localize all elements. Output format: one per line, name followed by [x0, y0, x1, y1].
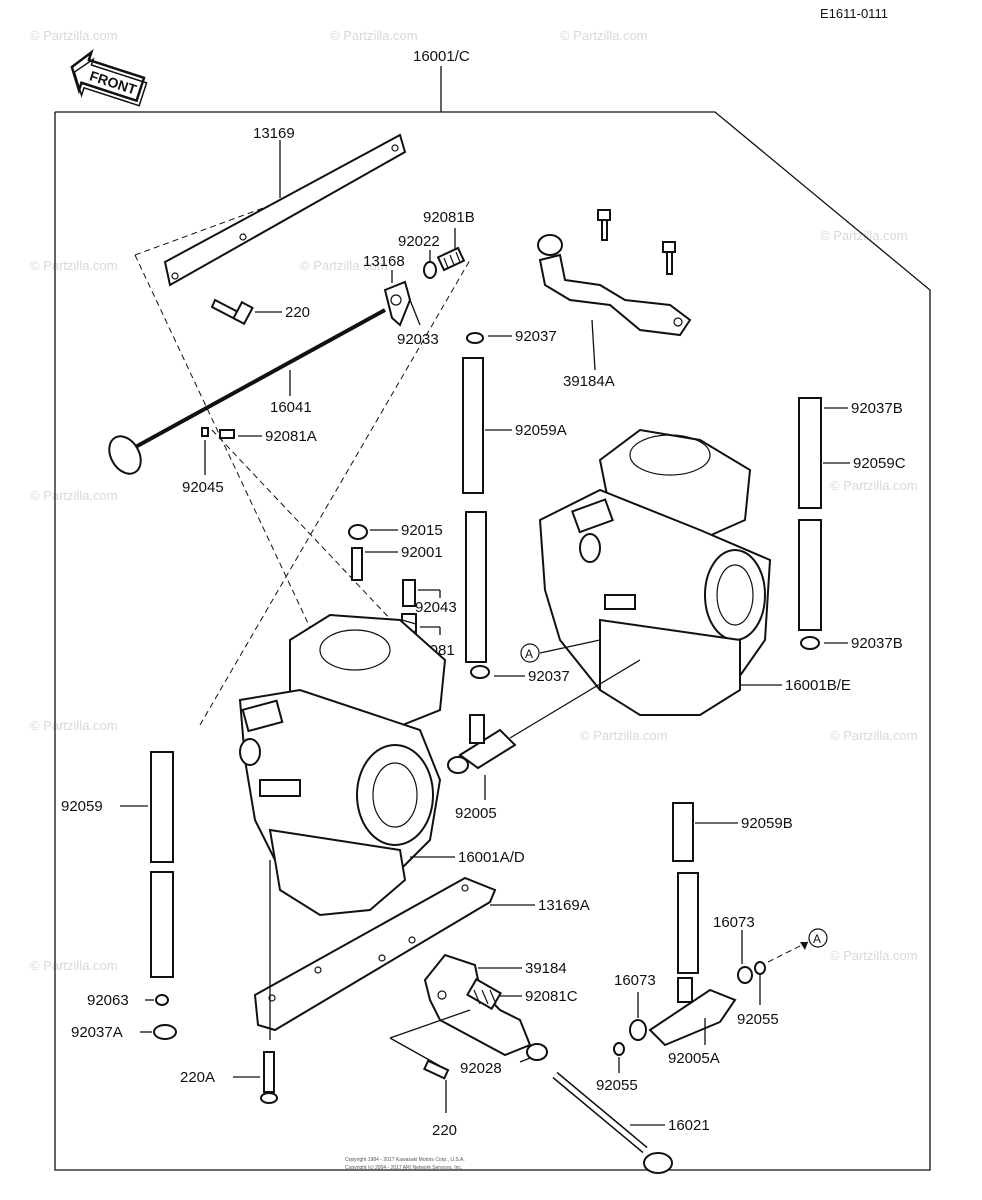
label-92037-mid: 92037 — [528, 668, 570, 685]
bracket-39184 — [423, 953, 532, 1057]
label-13169a: 13169A — [538, 897, 590, 914]
grommet-92028 — [526, 1043, 548, 1061]
spring-92081b — [436, 246, 466, 272]
watermark: © Partzilla.com — [830, 948, 918, 963]
label-92043: 92043 — [415, 599, 457, 616]
label-92005a: 92005A — [668, 1050, 720, 1067]
label-92081b: 92081B — [423, 209, 475, 226]
tube-92059b — [672, 802, 699, 974]
label-220-bottom: 220 — [432, 1122, 457, 1139]
diagram-code: E1611-0111 — [820, 6, 888, 21]
label-92081c: 92081C — [525, 988, 578, 1005]
label-92055-right: 92055 — [737, 1011, 779, 1028]
watermark: © Partzilla.com — [30, 958, 118, 973]
label-92037b-top: 92037B — [851, 400, 903, 417]
washer-92022 — [423, 261, 437, 279]
fitting-92005a — [648, 977, 737, 1047]
washer-92055-left — [613, 1042, 625, 1056]
label-92059: 92059 — [61, 798, 103, 815]
carburetor-16001b-e — [538, 428, 772, 717]
label-92015: 92015 — [401, 522, 443, 539]
clip-92037b-bottom — [800, 636, 820, 650]
label-92037b-bottom: 92037B — [851, 635, 903, 652]
label-92045: 92045 — [182, 479, 224, 496]
washer-92055-right — [754, 961, 766, 975]
bracket-39184a — [537, 209, 692, 337]
plug-92043 — [402, 579, 416, 607]
screw-92001 — [351, 547, 363, 581]
label-16021: 16021 — [668, 1117, 710, 1134]
bracket-13169a — [253, 876, 497, 1032]
spring-92081c — [466, 977, 502, 1011]
clip-92037-mid — [470, 665, 490, 679]
cap-92015 — [348, 524, 368, 540]
idle-screw-16021 — [552, 1071, 673, 1174]
fitting-92005 — [447, 714, 517, 774]
label-16073-left: 16073 — [614, 972, 656, 989]
watermark-layer: © Partzilla.com © Partzilla.com © Partzi… — [30, 28, 918, 973]
label-92037-top: 92037 — [515, 328, 557, 345]
watermark: © Partzilla.com — [830, 478, 918, 493]
label-16073-right: 16073 — [713, 914, 755, 931]
ref-marker-a-right-label: A — [813, 932, 821, 946]
label-13169: 13169 — [253, 125, 295, 142]
label-92028: 92028 — [460, 1060, 502, 1077]
watermark: © Partzilla.com — [30, 718, 118, 733]
cap-92063 — [155, 994, 169, 1006]
label-92033: 92033 — [397, 331, 439, 348]
ref-marker-a-left — [520, 643, 540, 663]
watermark: © Partzilla.com — [830, 728, 918, 743]
bracket-13169 — [163, 133, 407, 287]
copyright-line-1: Copyright 1984 - 2017 Kawasaki Motors Co… — [345, 1157, 465, 1163]
watermark: © Partzilla.com — [30, 258, 118, 273]
screw-220-top — [210, 298, 254, 326]
front-arrow-icon: FRONT — [70, 48, 148, 107]
watermark: © Partzilla.com — [330, 28, 418, 43]
tube-92059 — [150, 751, 174, 978]
assembly-frame — [54, 66, 931, 1171]
lever-13168 — [383, 280, 412, 327]
label-92081a: 92081A — [265, 428, 317, 445]
clip-92037-top — [466, 332, 484, 344]
label-92037a: 92037A — [71, 1024, 123, 1041]
washer-16073-right — [737, 966, 753, 984]
label-92059b: 92059B — [741, 815, 793, 832]
carburetor-16001a-d — [238, 613, 447, 917]
choke-shaft-16041 — [108, 308, 386, 475]
label-13168: 13168 — [363, 253, 405, 270]
ref-marker-a-left-label: A — [525, 647, 533, 661]
spring-92081a — [219, 429, 235, 439]
label-220a: 220A — [180, 1069, 215, 1086]
ref-marker-a-right — [808, 928, 828, 948]
dashed-guide-lines — [134, 199, 471, 726]
label-220-top: 220 — [285, 304, 310, 321]
watermark: © Partzilla.com — [30, 488, 118, 503]
watermark: © Partzilla.com — [580, 728, 668, 743]
clip-92037a — [153, 1024, 177, 1040]
watermark: © Partzilla.com — [30, 28, 118, 43]
pin-92045 — [201, 427, 209, 437]
watermark: © Partzilla.com — [560, 28, 648, 43]
watermark: © Partzilla.com — [300, 258, 388, 273]
label-92022: 92022 — [398, 233, 440, 250]
label-92063: 92063 — [87, 992, 129, 1009]
label-92059a: 92059A — [515, 422, 567, 439]
label-92005: 92005 — [455, 805, 497, 822]
label-92001: 92001 — [401, 544, 443, 561]
label-92055-left: 92055 — [596, 1077, 638, 1094]
assembly-label: 16001/C — [413, 48, 470, 65]
washer-16073-left — [629, 1019, 647, 1041]
label-16041: 16041 — [270, 399, 312, 416]
screw-220a — [260, 1051, 278, 1104]
tube-92059c — [798, 397, 822, 631]
label-39184: 39184 — [525, 960, 567, 977]
tube-92059a — [462, 357, 487, 663]
copyright-line-2: Copyright (c) 2004 - 2017 ARI Network Se… — [345, 1165, 462, 1171]
label-39184a: 39184A — [563, 373, 615, 390]
label-16001a-d: 16001A/D — [458, 849, 525, 866]
label-16001b-e: 16001B/E — [785, 677, 851, 694]
label-92059c: 92059C — [853, 455, 906, 472]
